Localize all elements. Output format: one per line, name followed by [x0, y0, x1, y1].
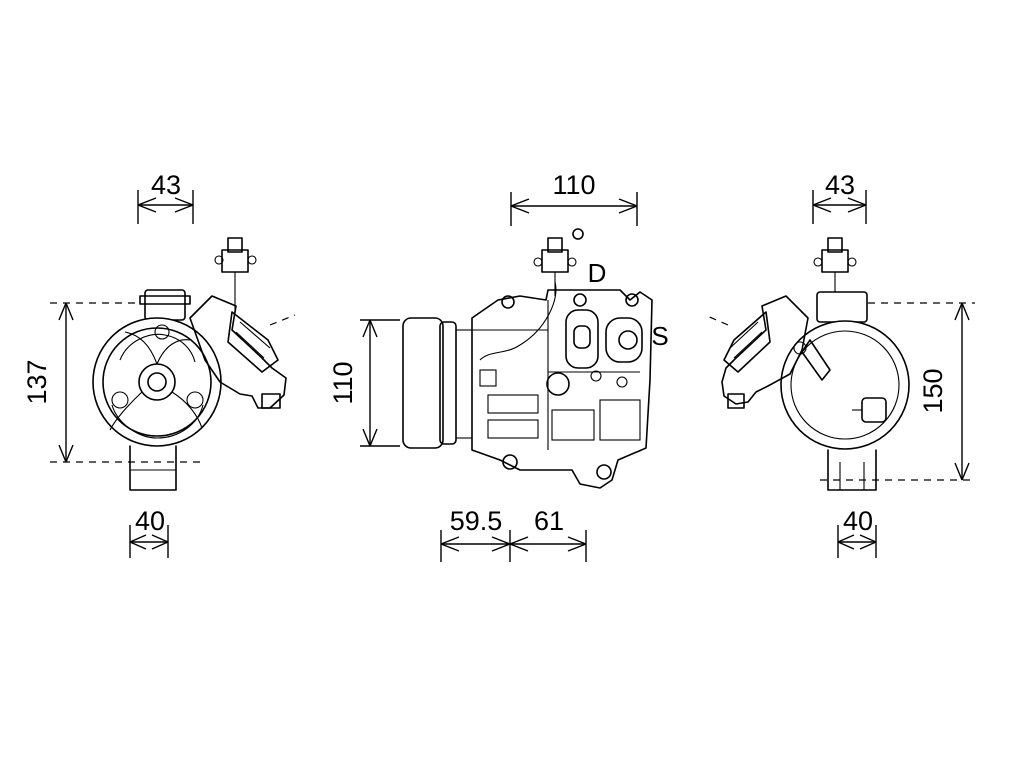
center-bottom-dimension: 59.5 61	[440, 506, 587, 562]
right-bottom-dimension: 40	[837, 506, 877, 558]
left-height-dimension: 137	[22, 302, 200, 463]
center-height-dim-label: 110	[328, 361, 358, 404]
center-bottom-right-dim-label: 61	[534, 506, 564, 536]
right-top-dimension: 43	[812, 170, 867, 224]
center-bottom-left-dim-label: 59.5	[450, 506, 503, 536]
discharge-port-label: D	[588, 258, 607, 288]
center-height-dimension: 110	[328, 319, 400, 447]
left-top-dim-label: 43	[151, 170, 181, 200]
right-height-dim-label: 150	[918, 368, 948, 413]
right-height-dimension: 150	[820, 302, 975, 481]
right-view: 43 150	[704, 170, 975, 558]
left-height-dim-label: 137	[22, 359, 52, 404]
left-bottom-dimension: 40	[129, 506, 169, 558]
right-top-dim-label: 43	[825, 170, 855, 200]
left-top-dimension: 43	[137, 170, 194, 224]
center-top-dimension: 110	[510, 170, 638, 226]
left-view: 43 137	[22, 170, 296, 558]
right-bottom-dim-label: 40	[843, 506, 873, 536]
suction-port-label: S	[651, 321, 668, 351]
center-view: 110 110	[328, 170, 669, 562]
center-top-dim-label: 110	[552, 170, 595, 200]
left-bottom-dim-label: 40	[135, 506, 165, 536]
